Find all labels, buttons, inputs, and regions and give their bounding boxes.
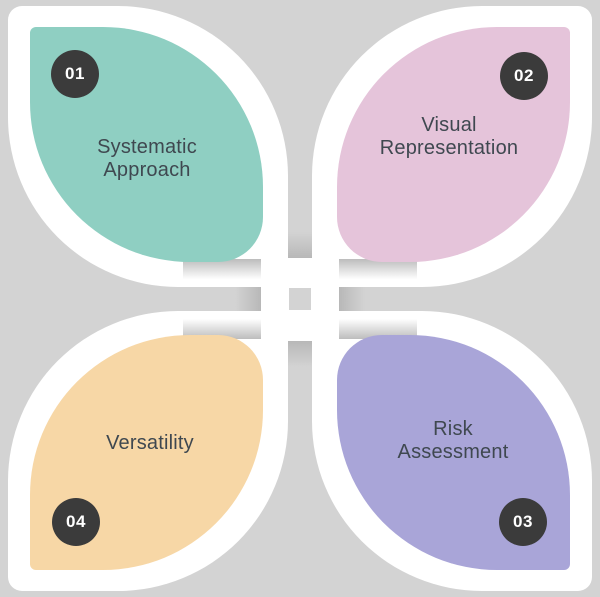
weave-shadow-gray-left (235, 287, 261, 311)
weave-shadow-gray-bottom (288, 341, 312, 367)
label-line: Approach (103, 159, 191, 181)
badge-04: 04 (52, 498, 100, 546)
label-versatility: Versatility (30, 432, 270, 455)
label-line: Visual (421, 114, 477, 136)
weave-bridge-left (261, 287, 289, 311)
label-line: Assessment (397, 441, 509, 463)
weave-shadow-gray-right (339, 287, 365, 311)
badge-01: 01 (51, 50, 99, 98)
weave-bridge-right (311, 287, 339, 311)
label-line: Versatility (106, 432, 194, 454)
label-visual-representation: Visual Representation (329, 114, 569, 160)
label-risk-assessment: Risk Assessment (333, 418, 573, 464)
weave-bridge-bottom (288, 310, 312, 341)
badge-02: 02 (500, 52, 548, 100)
label-line: Representation (379, 137, 519, 159)
badge-03: 03 (499, 498, 547, 546)
weave-shadow-gray-top (288, 232, 312, 258)
label-line: Risk (433, 418, 473, 440)
label-systematic-approach: Systematic Approach (27, 136, 267, 182)
weave-bridge-top (288, 258, 312, 288)
label-line: Systematic (97, 136, 197, 158)
